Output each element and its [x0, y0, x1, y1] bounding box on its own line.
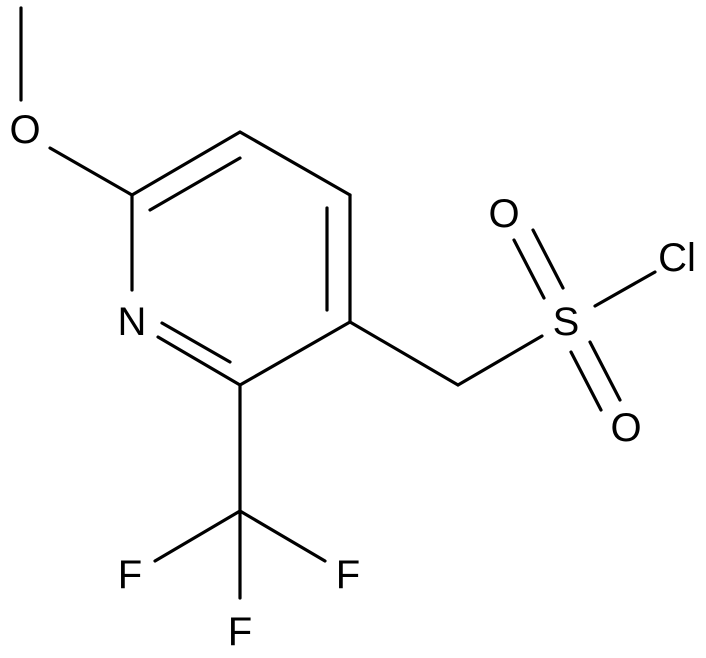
atom-o-sulfonyl-bottom: O — [610, 406, 641, 450]
bond-c5-c4 — [238, 130, 352, 197]
bond-ch2-s — [456, 334, 544, 387]
bond-cf3-f-right — [238, 509, 327, 563]
atom-f-left: F — [118, 553, 142, 597]
atom-s: S — [553, 300, 580, 344]
atom-n-ring: N — [118, 300, 147, 344]
bond-cf3-f-left — [153, 509, 242, 563]
bond-c3-c2 — [238, 320, 352, 387]
bond-c6-c5 — [130, 130, 242, 197]
atom-o-methoxy: O — [9, 108, 40, 152]
atom-f-bottom: F — [228, 610, 252, 654]
atom-o-sulfonyl-top: O — [488, 192, 519, 236]
bond-s-o-bottom-b — [588, 340, 622, 402]
bond-c2-n-inner — [160, 321, 232, 364]
bond-s-o-top-a — [512, 238, 546, 300]
bond-s-o-top-b — [531, 228, 565, 290]
bond-c2-n — [156, 335, 242, 387]
atom-cl: Cl — [658, 236, 696, 280]
bond-c6-c5-inner — [148, 156, 242, 212]
bond-s-o-bottom-a — [569, 350, 603, 412]
atom-f-right: F — [336, 553, 360, 597]
bond-o-c6 — [48, 146, 134, 197]
bond-s-cl — [593, 270, 657, 308]
bond-c3-ch2 — [348, 320, 460, 387]
